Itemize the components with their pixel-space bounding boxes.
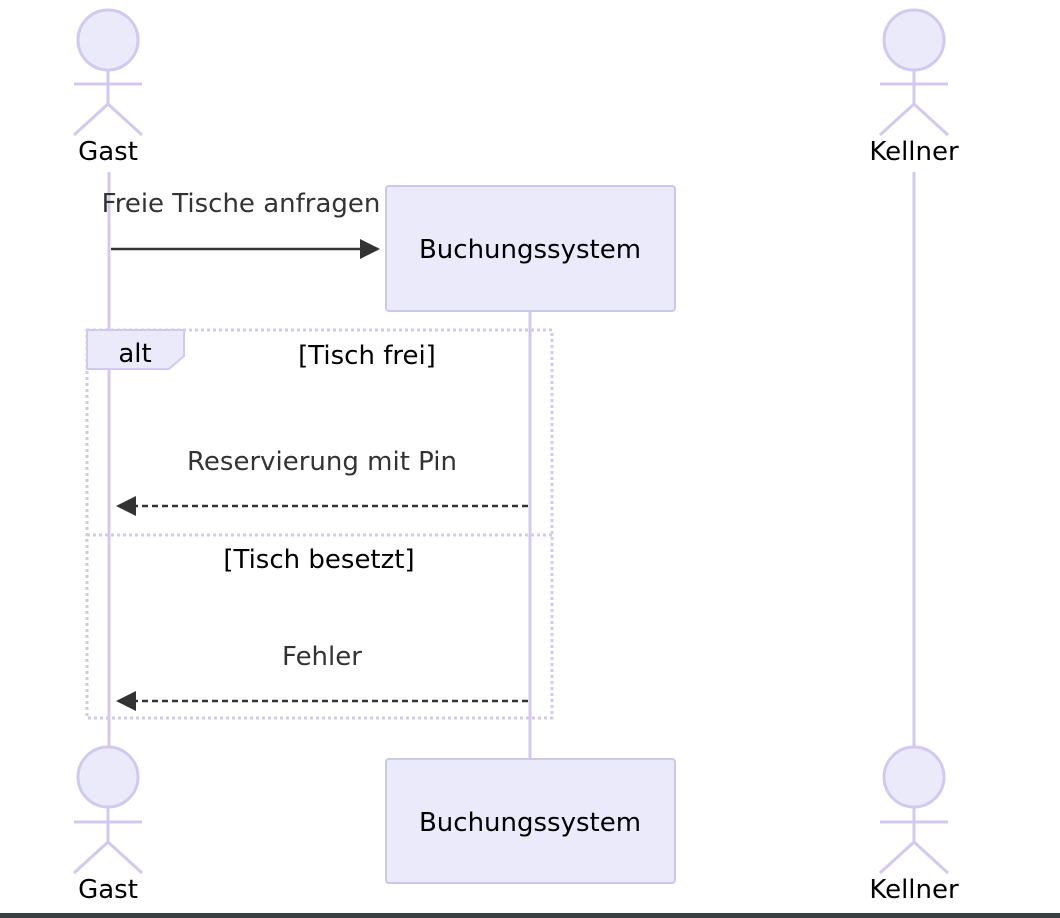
actor-label-kellner-top: Kellner [869,137,959,167]
actor-gast-top [72,8,144,137]
actor-gast-bottom [72,745,144,875]
message-label-1: Freie Tische anfragen [102,189,381,219]
participant-box-buchungssystem-bottom [385,758,676,884]
actor-kellner-bottom [878,745,950,875]
actor-label-gast-top: Gast [78,137,138,167]
participant-label-buchungssystem-bottom: Buchungssystem [419,808,641,838]
alt-condition-1: [Tisch frei] [298,341,436,371]
message-label-2: Reservierung mit Pin [187,447,457,477]
actor-kellner-top [878,8,950,137]
alt-block-frame [85,328,554,720]
participant-box-buchungssystem-top [385,185,676,312]
alt-keyword: alt [118,339,151,369]
participant-label-buchungssystem-top: Buchungssystem [419,235,641,265]
window-bottom-edge [0,913,1060,918]
message-label-3: Fehler [282,642,362,672]
alt-condition-2: [Tisch besetzt] [223,545,414,575]
actor-label-gast-bottom: Gast [78,875,138,905]
alt-block-label-box [86,329,185,370]
actor-label-kellner-bottom: Kellner [869,875,959,905]
